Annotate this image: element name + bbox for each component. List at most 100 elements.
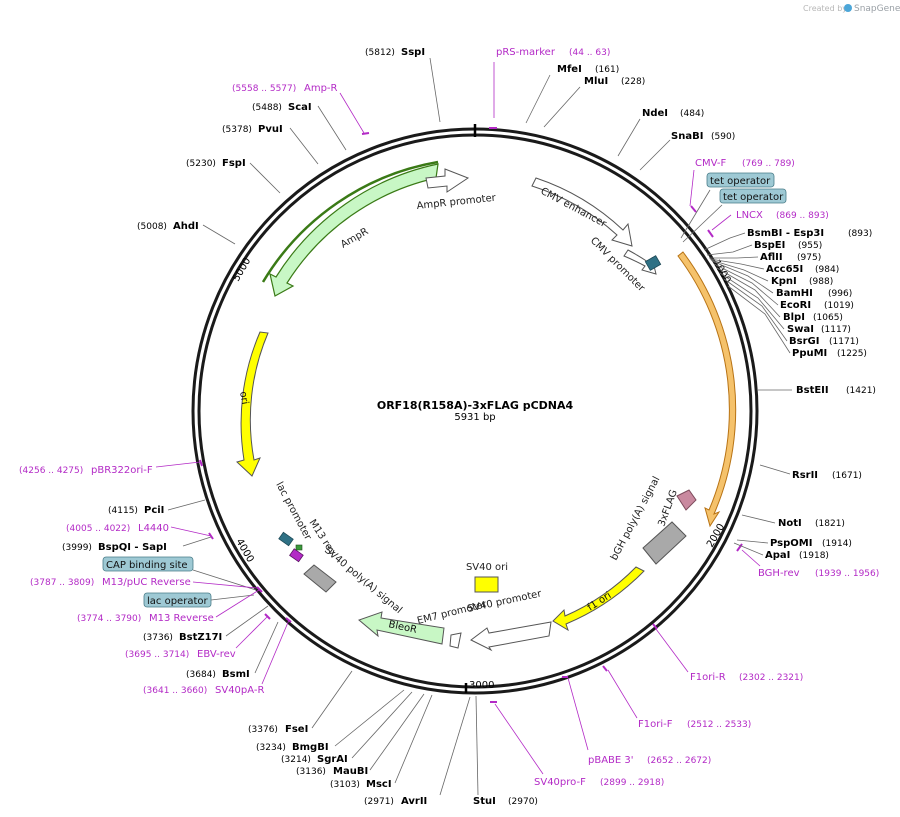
leader-bsrgi [723, 278, 788, 342]
leader-fsei [311, 670, 353, 729]
leader-lines [167, 57, 792, 796]
boxed-label-tet-operator-2[interactable]: tet operator [719, 188, 787, 204]
bgh-polya-feature[interactable] [642, 521, 687, 565]
leader-swai [719, 272, 785, 330]
sv40-polya-feature[interactable] [303, 564, 337, 593]
orf-feature[interactable] [677, 251, 737, 528]
site-name-ppumi: PpuMI [792, 348, 827, 359]
leader-ndei [617, 118, 641, 157]
primer-name-bgh-rev: BGH-rev [758, 568, 800, 579]
leader-ecori [713, 263, 779, 306]
leader-apai [733, 542, 764, 556]
created-by-label: Created by [803, 4, 847, 13]
site-pos-pvui: (5378) [222, 125, 252, 135]
leader-mlui [543, 86, 581, 128]
leader-kpni [710, 259, 769, 282]
leader-bsmi [254, 621, 279, 674]
em7-promoter-feature[interactable] [449, 632, 462, 649]
plasmid-length: 5931 bp [454, 412, 495, 423]
ori-feature[interactable] [236, 331, 269, 477]
site-name-rsrii: RsrII [792, 470, 818, 481]
site-name-bspqi-sapi: BspQI - SapI [98, 542, 167, 553]
leader-aflii [709, 256, 759, 259]
cmv-enhancer-label: CMV enhancer [539, 186, 609, 230]
ori-label: ori [237, 391, 250, 406]
site-pos-rsrii: (1671) [832, 471, 862, 481]
boxed-label-lac-operator[interactable]: lac operator [143, 592, 212, 608]
boxed-label-text: tet operator [723, 192, 784, 203]
cap-site-feature[interactable] [289, 548, 304, 563]
site-name-stui: StuI [473, 796, 496, 807]
lac-promoter-label: lac promoter [273, 480, 313, 542]
site-pos-bsmi: (3684) [186, 670, 216, 680]
boxed-label-bg [706, 172, 775, 188]
leader-snabi [639, 139, 671, 171]
leader-blpi [716, 267, 781, 318]
m13-rev-feature[interactable] [295, 544, 303, 551]
site-name-fsei: FseI [285, 724, 308, 735]
primer-range-lncx: (869 .. 893) [776, 211, 829, 221]
pleader-f1ori-f [607, 669, 638, 719]
site-pos-mlui: (228) [621, 77, 645, 87]
site-name-sgrai: SgrAI [317, 754, 348, 765]
primer-range-pbr322ori-f: (4256 .. 4275) [19, 466, 83, 476]
f1-ori-feature[interactable] [552, 566, 645, 632]
primer-mark-sv40pa-r [285, 617, 292, 623]
leader-pvui [289, 127, 319, 165]
site-pos-blpi: (1065) [813, 313, 843, 323]
site-pos-kpni: (988) [809, 277, 833, 287]
site-name-ahdi: AhdI [173, 221, 199, 232]
site-name-bsmbi-esp3i: BsmBI - Esp3I [747, 228, 824, 239]
leader-bsmbi [703, 232, 746, 251]
primer-leader-lines [155, 62, 761, 775]
site-name-pvui: PvuI [258, 124, 283, 135]
site-name-apai: ApaI [765, 550, 790, 561]
pleader-lncx [711, 214, 732, 231]
leader-tet-operator-2 [682, 204, 723, 243]
pleader-l4440 [170, 526, 212, 537]
site-name-ecori: EcoRI [780, 300, 811, 311]
primer-range-sv40pro-f: (2899 .. 2918) [600, 778, 664, 788]
site-name-fspi: FspI [222, 158, 246, 169]
pleader-bgh-rev [741, 549, 761, 567]
leader-scai [317, 105, 347, 151]
site-name-sspi: SspI [401, 47, 425, 58]
site-pos-avrii: (2971) [364, 797, 394, 807]
leader-bspqi [182, 536, 212, 547]
primer-name-sv40pa-r: SV40pA-R [215, 685, 264, 696]
site-pos-bsmbi-esp3i: (893) [848, 229, 872, 239]
boxed-label-tet-operator-1[interactable]: tet operator [706, 172, 775, 188]
sv40-promoter-feature[interactable] [470, 621, 552, 652]
ampr-promoter-feature[interactable] [425, 168, 470, 193]
ampr-promoter-label: AmpR promoter [416, 193, 497, 212]
lac-operator-feature[interactable] [278, 531, 294, 547]
boxed-label-text: lac operator [147, 596, 208, 607]
site-pos-bspqi-sapi: (3999) [62, 543, 92, 553]
flag-tag-feature[interactable] [676, 489, 697, 511]
primer-mark-m13-reverse [256, 586, 263, 593]
site-name-acc65i: Acc65I [766, 264, 803, 275]
site-pos-bstz17i: (3736) [143, 633, 173, 643]
bleor-feature[interactable] [358, 611, 445, 645]
ampr-feature[interactable] [269, 163, 439, 297]
primer-mark-f1ori-r [652, 623, 658, 630]
cmv-enhancer-feature[interactable] [531, 177, 633, 247]
leader-ppumi [727, 285, 791, 354]
boxed-label-cap-binding-site[interactable]: CAP binding site [102, 556, 194, 572]
primer-range-cmv-f: (769 .. 789) [742, 159, 795, 169]
snapgene-logo-icon [844, 4, 852, 12]
site-name-noti: NotI [778, 518, 802, 529]
site-pos-sgrai: (3214) [281, 755, 311, 765]
site-pos-aflii: (975) [797, 253, 821, 263]
site-pos-swai: (1117) [821, 325, 851, 335]
site-name-scai: ScaI [288, 102, 312, 113]
site-name-mlui: MluI [584, 76, 608, 87]
tet-operator-feature[interactable] [644, 255, 662, 271]
leader-acc65i [709, 258, 765, 270]
cmv-promoter-feature[interactable] [623, 249, 657, 275]
backbone [191, 124, 759, 695]
ampr-outline [261, 160, 439, 283]
site-pos-bspei: (955) [798, 241, 822, 251]
site-pos-bmgbi: (3234) [256, 743, 286, 753]
sv40-ori-feature[interactable] [474, 576, 499, 593]
